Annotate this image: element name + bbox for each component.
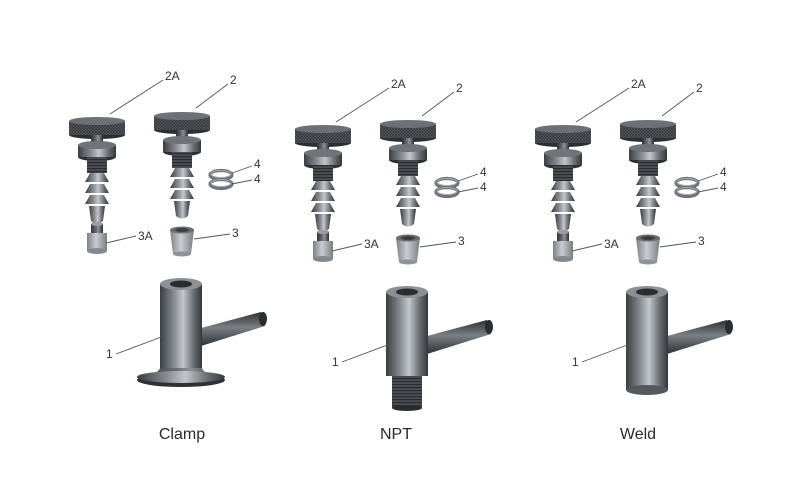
part-4-orings bbox=[208, 168, 234, 191]
leader-3a bbox=[105, 235, 137, 244]
callout-3a: 3A bbox=[138, 229, 153, 243]
leader-2 bbox=[421, 91, 455, 117]
part-2-plug bbox=[380, 120, 436, 227]
part-3a-insert bbox=[553, 230, 573, 262]
callout-3a: 3A bbox=[604, 237, 619, 251]
leader-2 bbox=[661, 91, 695, 117]
callout-2a: 2A bbox=[631, 77, 646, 91]
leader-3a bbox=[571, 243, 603, 252]
leader-2a bbox=[335, 87, 390, 123]
part-1-housing bbox=[137, 278, 267, 387]
leader-2a bbox=[109, 79, 164, 115]
part-2-plug bbox=[620, 120, 676, 227]
callout-4a: 4 bbox=[720, 165, 727, 179]
callout-4a: 4 bbox=[480, 165, 487, 179]
leader-3 bbox=[659, 241, 697, 248]
part-3-insert bbox=[396, 234, 420, 265]
leader-4a bbox=[457, 173, 479, 182]
part-3a-insert bbox=[313, 230, 333, 262]
part-1-housing bbox=[386, 286, 493, 411]
callout-1: 1 bbox=[572, 355, 579, 369]
leader-1 bbox=[581, 343, 631, 363]
callout-2a: 2A bbox=[391, 77, 406, 91]
part-1-housing bbox=[626, 286, 733, 395]
leader-2 bbox=[195, 83, 229, 109]
leader-3 bbox=[193, 233, 231, 240]
leader-1 bbox=[341, 343, 391, 363]
callout-2: 2 bbox=[696, 81, 703, 95]
callout-4b: 4 bbox=[720, 180, 727, 194]
caption-clamp: Clamp bbox=[159, 426, 205, 443]
leader-3a bbox=[331, 243, 363, 252]
leader-4b bbox=[231, 179, 253, 185]
part-2-plug bbox=[154, 112, 210, 219]
part-3-insert bbox=[170, 226, 194, 257]
callout-4a: 4 bbox=[254, 157, 261, 171]
leader-4a bbox=[231, 165, 253, 174]
leader-4b bbox=[457, 187, 479, 193]
leader-1 bbox=[115, 335, 165, 355]
leader-3 bbox=[419, 241, 457, 248]
callout-3: 3 bbox=[698, 234, 705, 248]
part-4-orings bbox=[674, 176, 700, 199]
part-2a-plug bbox=[535, 125, 591, 232]
callout-4b: 4 bbox=[480, 180, 487, 194]
callout-2: 2 bbox=[456, 81, 463, 95]
callout-3a: 3A bbox=[364, 237, 379, 251]
callout-1: 1 bbox=[106, 347, 113, 361]
part-4-orings bbox=[434, 176, 460, 199]
leader-2a bbox=[575, 87, 630, 123]
part-2a-plug bbox=[69, 117, 125, 224]
part-3-insert bbox=[636, 234, 660, 265]
callout-3: 3 bbox=[458, 234, 465, 248]
caption-npt: NPT bbox=[380, 426, 412, 443]
callout-1: 1 bbox=[332, 355, 339, 369]
part-2a-plug bbox=[295, 125, 351, 232]
callout-3: 3 bbox=[232, 226, 239, 240]
caption-weld: Weld bbox=[620, 426, 656, 443]
leader-4b bbox=[697, 187, 719, 193]
callout-4b: 4 bbox=[254, 172, 261, 186]
leader-4a bbox=[697, 173, 719, 182]
callout-2: 2 bbox=[230, 73, 237, 87]
part-3a-insert bbox=[87, 222, 107, 254]
callout-2a: 2A bbox=[165, 69, 180, 83]
